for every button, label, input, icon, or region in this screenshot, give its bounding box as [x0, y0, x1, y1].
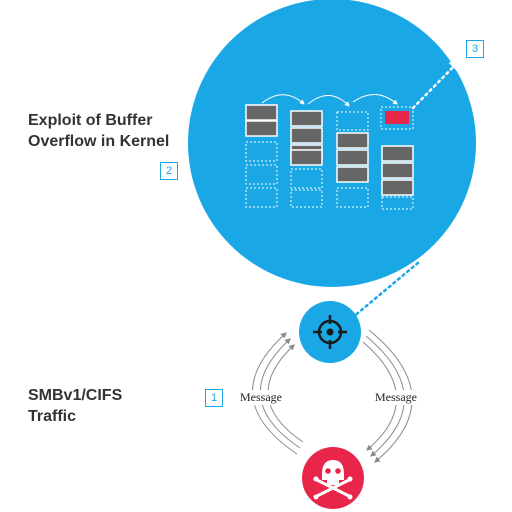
- overflow-to-step3-line: [411, 58, 462, 110]
- kernel-memory-circle: [188, 0, 476, 287]
- memory-stack-1: [245, 104, 278, 208]
- target-server-node: [299, 301, 361, 363]
- skull-crossbones-icon: [313, 460, 353, 500]
- attacker-node: [302, 447, 364, 509]
- message-label-left: Message: [238, 390, 284, 405]
- memory-stack-3: [336, 111, 369, 208]
- traffic-label-line2: Traffic: [28, 408, 77, 425]
- message-label-right: Message: [373, 390, 419, 405]
- traffic-label: SMBv1/CIFS Traffic: [28, 385, 122, 427]
- exploit-label-line1: Exploit of Buffer: [28, 112, 153, 129]
- step-badge-3: 3: [466, 40, 484, 58]
- traffic-label-line1: SMBv1/CIFS: [28, 387, 123, 404]
- memory-stack-2: [290, 110, 323, 208]
- stack-transition-arrows: [261, 94, 398, 107]
- overflow-highlight-block: [385, 111, 409, 124]
- memory-stack-4: [380, 106, 414, 210]
- step-badge-2: 2: [160, 162, 178, 180]
- crosshair-target-icon: [313, 315, 347, 349]
- exploit-label-line2: Overflow in Kernel: [28, 133, 170, 150]
- step-badge-1: 1: [205, 389, 223, 407]
- server-to-kernel-line: [350, 260, 421, 320]
- exploit-label: Exploit of Buffer Overflow in Kernel: [28, 110, 169, 152]
